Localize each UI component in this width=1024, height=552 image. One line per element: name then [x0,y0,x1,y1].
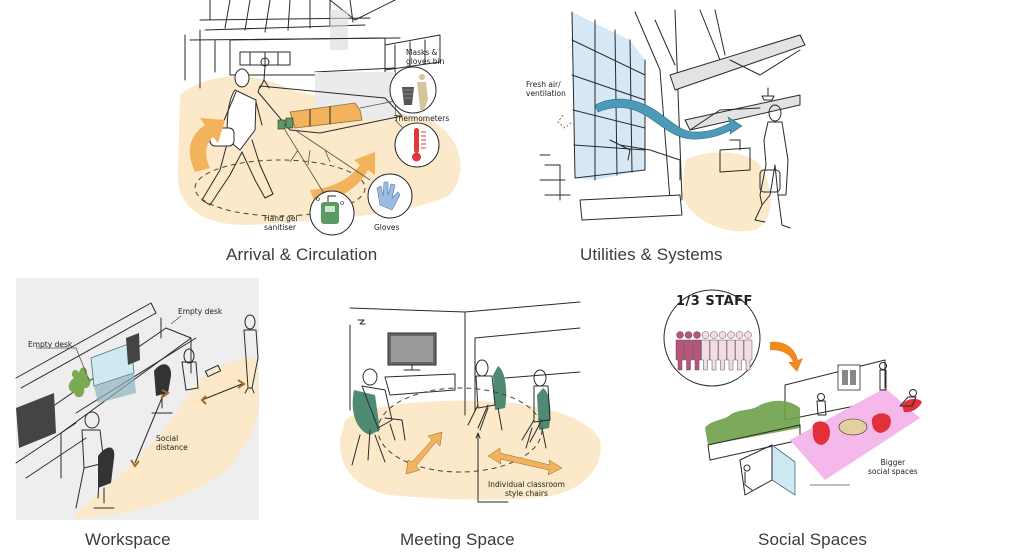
panel-arrival-circulation: Masks & gloves bin Thermometers Gloves H… [170,0,470,240]
staff-fraction-badge [663,289,761,387]
gel-bottle [277,119,286,130]
light-fixture-icon [761,87,775,101]
artwork [837,364,861,391]
callout-gloves: Gloves [374,223,400,232]
caption-workspace: Workspace [85,530,171,549]
seated-person-left [361,368,406,441]
window-wall [572,12,645,180]
callout-hand-gel: Hand gel sanitiser [264,214,298,232]
callout-bigger-social-spaces: Bigger social spaces [868,458,918,476]
chair-right [525,388,551,449]
floor-wash [76,358,259,518]
reception-desk [257,85,403,134]
staff-figure-present [675,331,685,371]
airflow-arrow [594,98,743,140]
callout-classroom-chairs: Individual classroom style chairs [488,480,565,498]
chair-middle [479,366,507,431]
staff-figure-absent [709,331,719,371]
floor-wash [339,400,601,500]
caption-meeting-space: Meeting Space [400,530,515,549]
standing-person [243,314,259,394]
gel-bottle [285,117,294,129]
seating-circle [377,387,543,473]
monitor [126,333,140,365]
circulation-path [194,159,366,217]
spacing-arrow [487,447,563,476]
thermometer-icon-badge [394,122,440,168]
caption-social-spaces: Social Spaces [758,530,868,549]
coffee-table [838,418,868,436]
desk-top-boxes [289,102,363,129]
distance-arrow [134,392,165,464]
callout-fresh-air-ventilation: Fresh air/ ventilation [526,80,566,98]
workspace-illustration [15,302,259,518]
sanitiser-bottle-icon [321,202,339,224]
circulation-arrow-right [310,152,375,203]
staff-figure-present [684,331,693,371]
lounge-chair [812,421,830,445]
credenza [384,373,456,396]
seated-person-right [521,369,551,443]
seated-person-far [181,348,222,391]
staff-fraction-label: 1/3 STAFF [676,294,753,309]
staff-figure-absent [735,331,744,371]
staff-figure-absent [701,331,710,371]
chair-left [351,390,386,466]
callout-thermometers: Thermometers [394,114,450,123]
planter-hedge [705,400,800,445]
staff-group-icon [675,331,753,371]
hand-gel-icon-badge [309,190,355,236]
panel-workspace: Empty desk Empty desk Social distance [15,278,259,520]
person-disposing-icon [419,74,425,80]
people-social [816,362,917,416]
circulation-arrow-left [189,118,225,172]
plant [68,367,91,398]
interior-structure [539,9,806,221]
social-illustration [663,289,922,496]
callout-masks-gloves-bin: Masks & gloves bin [406,48,445,66]
bin-icon [402,87,414,105]
distance-arrow [201,383,243,401]
redistribution-arrow [770,341,803,372]
panel-utilities-systems: Fresh air/ ventilation [520,0,820,240]
walking-man [754,104,791,229]
staff-figure-absent [726,331,736,371]
seated-person-middle [467,359,496,429]
room-walls [349,301,581,416]
gloves-icon-badge [367,173,413,219]
staff-figure-absent [718,331,727,371]
office-chair [98,447,115,488]
spacing-arrow [405,431,443,475]
masks-bin-icon-badge [389,66,437,114]
curtain [330,10,348,50]
staff-figure-absent [743,331,753,371]
utilities-illustration [539,9,806,232]
glass-booth [771,444,796,496]
ceiling-beams [189,0,401,41]
lounge-chair [871,413,891,433]
panel-social-spaces: 1/3 STAFF Bigger social spaces [650,280,950,520]
floor-wash [682,152,771,232]
meeting-illustration [339,301,601,503]
caption-utilities-systems: Utilities & Systems [580,245,723,264]
callout-social-distance: Social distance [156,434,188,452]
office-chair [154,364,172,396]
gloves-icon [376,181,401,211]
thermometer-icon [414,128,419,153]
callout-empty-desk-left: Empty desk [28,340,73,349]
caption-arrival-circulation: Arrival & Circulation [226,245,378,264]
booth-person [739,444,773,496]
callout-empty-desk-right: Empty desk [178,307,223,316]
panel-meeting-space: Individual classroom style chairs [330,290,610,520]
monitor [16,393,56,448]
staff-figure-present [692,331,702,371]
arrival-illustration [177,0,461,236]
